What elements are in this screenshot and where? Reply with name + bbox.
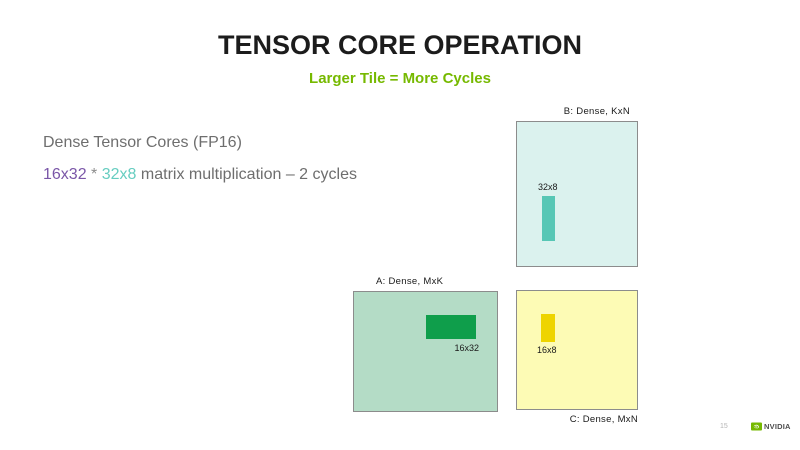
matrix-a-tile-label: 16x32 bbox=[454, 343, 479, 353]
nvidia-wordmark: NVIDIA bbox=[764, 422, 791, 431]
matrix-a-tile bbox=[426, 315, 476, 339]
matrix-a-box: 16x32 bbox=[353, 291, 498, 412]
matrix-c-label: C: Dense, MxN bbox=[569, 414, 638, 425]
matrix-c-box: 16x8 bbox=[516, 290, 638, 410]
page-number: 15 bbox=[720, 423, 728, 430]
slide-title: TENSOR CORE OPERATION bbox=[217, 30, 583, 60]
slide-subtitle: Larger Tile = More Cycles bbox=[309, 70, 491, 87]
matrix-b-label: B: Dense, KxN bbox=[563, 106, 630, 117]
nvidia-eye-icon bbox=[751, 422, 762, 431]
matmul-rest: matrix multiplication – 2 cycles bbox=[140, 166, 357, 183]
matmul-operator: * bbox=[91, 166, 98, 183]
body-line-dense-tensor-cores: Dense Tensor Cores (FP16) bbox=[43, 134, 242, 151]
matmul-lhs: 16x32 bbox=[43, 166, 87, 183]
matrix-b-tile-label: 32x8 bbox=[538, 182, 558, 192]
matmul-rhs: 32x8 bbox=[101, 166, 137, 183]
matrix-b-tile bbox=[542, 196, 555, 241]
nvidia-logo: NVIDIA bbox=[751, 422, 791, 431]
matrix-b-box: 32x8 bbox=[516, 121, 638, 267]
matrix-a-label: A: Dense, MxK bbox=[376, 276, 444, 287]
matrix-c-tile bbox=[541, 314, 555, 342]
matrix-c-tile-label: 16x8 bbox=[537, 345, 557, 355]
matmul-statement: 16x32 * 32x8 matrix multiplication – 2 c… bbox=[43, 166, 357, 184]
